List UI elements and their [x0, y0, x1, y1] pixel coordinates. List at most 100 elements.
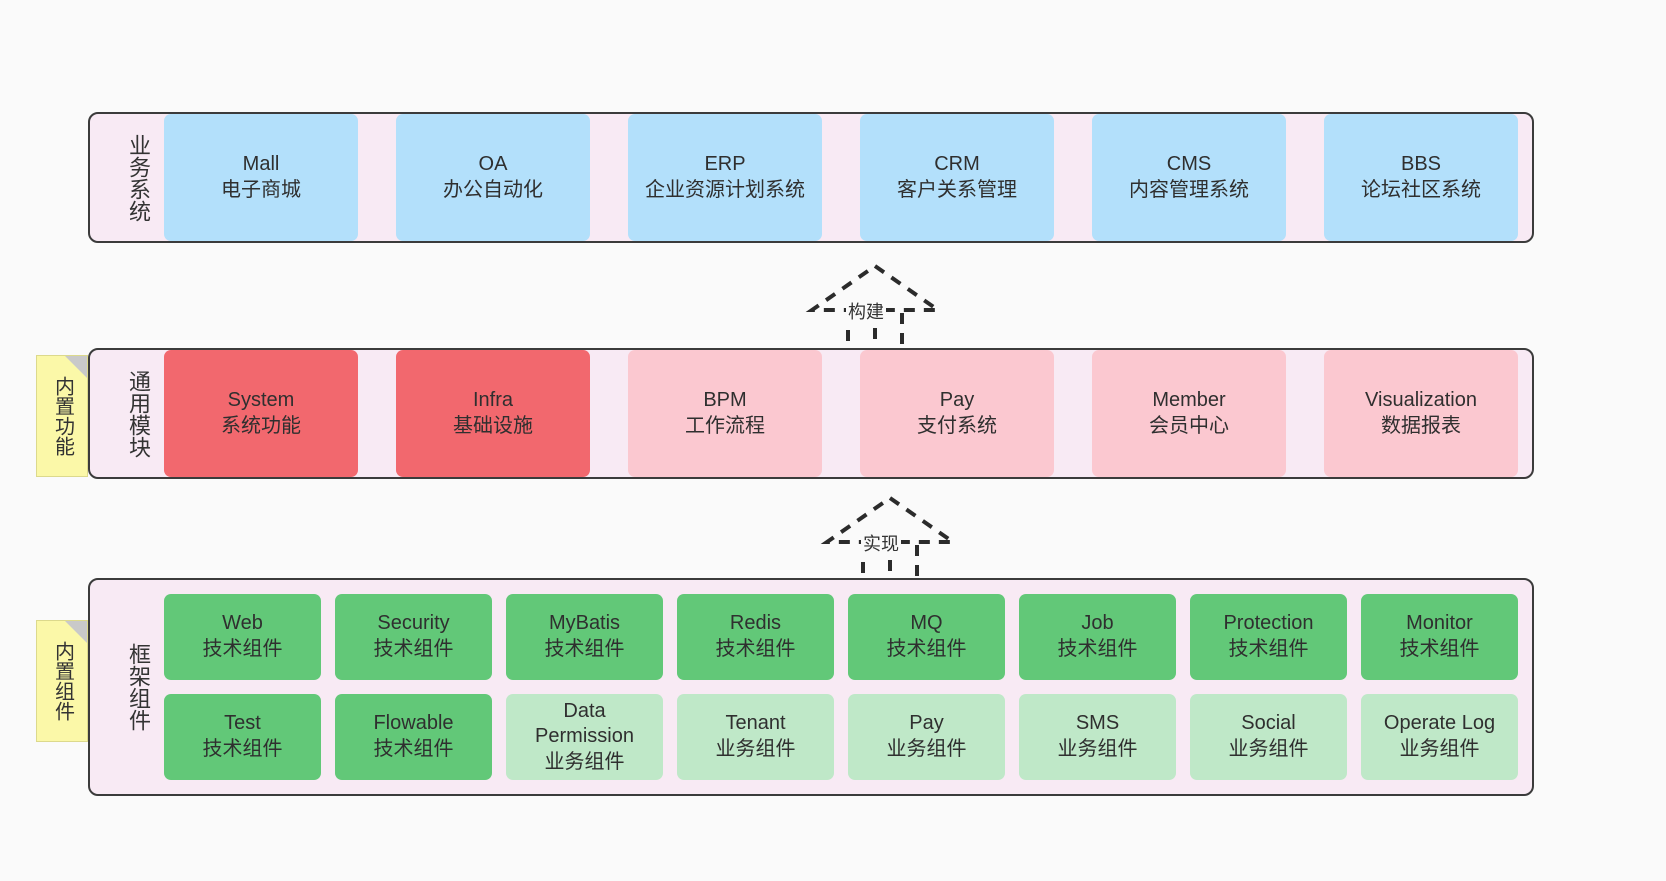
node-tenant[interactable]: Tenant 业务组件 [677, 694, 834, 780]
node-monitor[interactable]: Monitor 技术组件 [1361, 594, 1518, 680]
node-redis-desc: 技术组件 [715, 638, 796, 660]
node-cms-name: CMS [1166, 152, 1212, 175]
node-cms[interactable]: CMS 内容管理系统 [1092, 114, 1286, 241]
node-data-permission-desc: 业务组件 [544, 750, 625, 773]
layer-business-system: 业务系统 Mall 电子商城 OA 办公自动化 ERP 企业资源计划系统 CRM… [88, 112, 1534, 243]
node-flowable-name: Flowable [373, 712, 454, 735]
node-member-desc: 会员中心 [1149, 414, 1229, 437]
node-protection[interactable]: Protection 技术组件 [1190, 594, 1347, 680]
layer-title-common-module: 通用模块 [126, 369, 151, 458]
node-redis-name: Redis [729, 612, 782, 635]
node-pay-module-desc: 支付系统 [917, 414, 997, 437]
node-erp[interactable]: ERP 企业资源计划系统 [628, 114, 822, 241]
node-oa-name: OA [478, 152, 508, 175]
note-builtin-component: 内置组件 [36, 620, 88, 742]
node-pay-component-name: Pay [909, 712, 944, 735]
node-pay-component[interactable]: Pay 业务组件 [848, 694, 1005, 780]
node-web-desc: 技术组件 [202, 638, 283, 660]
node-pay-module[interactable]: Pay 支付系统 [860, 350, 1054, 477]
node-security-name: Security [377, 612, 450, 635]
note-builtin-component-text: 内置组件 [51, 641, 74, 721]
connector-build: 构建 [800, 262, 950, 352]
node-job[interactable]: Job 技术组件 [1019, 594, 1176, 680]
node-operate-log-name: Operate Log [1383, 712, 1496, 735]
framework-row-business: Test 技术组件 Flowable 技术组件 Data Permission … [164, 694, 1518, 780]
node-bbs-desc: 论坛社区系统 [1361, 178, 1481, 201]
node-member[interactable]: Member 会员中心 [1092, 350, 1286, 477]
node-bpm-desc: 工作流程 [685, 414, 765, 437]
node-visualization-desc: 数据报表 [1381, 414, 1461, 437]
node-mall-name: Mall [242, 152, 280, 175]
node-tenant-desc: 业务组件 [715, 738, 796, 760]
node-web-name: Web [222, 612, 263, 635]
node-bpm[interactable]: BPM 工作流程 [628, 350, 822, 477]
node-crm[interactable]: CRM 客户关系管理 [860, 114, 1054, 241]
node-web[interactable]: Web 技术组件 [164, 594, 321, 680]
connector-implement-label: 实现 [861, 530, 901, 556]
node-redis[interactable]: Redis 技术组件 [677, 594, 834, 680]
node-cms-desc: 内容管理系统 [1129, 178, 1249, 201]
node-flowable-desc: 技术组件 [373, 738, 454, 760]
node-data-permission-name: Data Permission [535, 699, 634, 748]
node-job-name: Job [1081, 612, 1114, 635]
node-mall[interactable]: Mall 电子商城 [164, 114, 358, 241]
node-sms-desc: 业务组件 [1057, 738, 1138, 760]
node-bbs-name: BBS [1400, 152, 1442, 175]
layer-framework-component-boxes: Web 技术组件 Security 技术组件 MyBatis 技术组件 Redi… [150, 580, 1532, 794]
layer-common-module: 通用模块 System 系统功能 Infra 基础设施 BPM 工作流程 Pay… [88, 348, 1534, 479]
node-mq[interactable]: MQ 技术组件 [848, 594, 1005, 680]
node-monitor-desc: 技术组件 [1399, 638, 1480, 660]
node-mybatis-desc: 技术组件 [544, 638, 625, 660]
node-mq-desc: 技术组件 [886, 638, 967, 660]
node-sms[interactable]: SMS 业务组件 [1019, 694, 1176, 780]
node-protection-name: Protection [1223, 612, 1314, 635]
node-infra-desc: 基础设施 [453, 414, 533, 437]
framework-row-technical: Web 技术组件 Security 技术组件 MyBatis 技术组件 Redi… [164, 594, 1518, 680]
node-system-desc: 系统功能 [221, 414, 301, 437]
node-bpm-name: BPM [703, 388, 747, 411]
layer-title-framework-component: 框架组件 [126, 643, 151, 731]
node-data-permission[interactable]: Data Permission 业务组件 [506, 694, 663, 780]
layer-title-business-system: 业务系统 [126, 133, 151, 222]
node-social-name: Social [1241, 712, 1296, 735]
node-monitor-name: Monitor [1406, 612, 1473, 635]
node-test[interactable]: Test 技术组件 [164, 694, 321, 780]
node-infra[interactable]: Infra 基础设施 [396, 350, 590, 477]
node-test-name: Test [224, 712, 261, 735]
node-operate-log-desc: 业务组件 [1399, 738, 1480, 760]
node-mq-name: MQ [910, 612, 943, 635]
node-crm-desc: 客户关系管理 [897, 178, 1017, 201]
node-pay-component-desc: 业务组件 [886, 738, 967, 760]
note-fold-corner-icon [65, 356, 87, 378]
node-bbs[interactable]: BBS 论坛社区系统 [1324, 114, 1518, 241]
node-job-desc: 技术组件 [1057, 638, 1138, 660]
node-mybatis[interactable]: MyBatis 技术组件 [506, 594, 663, 680]
node-erp-name: ERP [704, 152, 746, 175]
node-mybatis-name: MyBatis [548, 612, 621, 635]
node-tenant-name: Tenant [725, 712, 786, 735]
layer-common-module-boxes: System 系统功能 Infra 基础设施 BPM 工作流程 Pay 支付系统… [150, 350, 1532, 477]
node-system-name: System [227, 388, 295, 411]
node-security[interactable]: Security 技术组件 [335, 594, 492, 680]
node-sms-name: SMS [1075, 712, 1120, 735]
layer-business-system-boxes: Mall 电子商城 OA 办公自动化 ERP 企业资源计划系统 CRM 客户关系… [150, 114, 1532, 241]
node-pay-module-name: Pay [939, 388, 975, 411]
node-social-desc: 业务组件 [1228, 738, 1309, 760]
node-protection-desc: 技术组件 [1228, 638, 1309, 660]
node-security-desc: 技术组件 [373, 638, 454, 660]
node-social[interactable]: Social 业务组件 [1190, 694, 1347, 780]
node-system[interactable]: System 系统功能 [164, 350, 358, 477]
node-erp-desc: 企业资源计划系统 [645, 178, 805, 201]
node-oa[interactable]: OA 办公自动化 [396, 114, 590, 241]
node-flowable[interactable]: Flowable 技术组件 [335, 694, 492, 780]
node-visualization[interactable]: Visualization 数据报表 [1324, 350, 1518, 477]
note-builtin-function-text: 内置功能 [51, 376, 74, 456]
connector-build-label: 构建 [846, 298, 886, 324]
note-builtin-function: 内置功能 [36, 355, 88, 477]
node-mall-desc: 电子商城 [221, 178, 301, 201]
node-operate-log[interactable]: Operate Log 业务组件 [1361, 694, 1518, 780]
node-member-name: Member [1152, 388, 1226, 411]
note-fold-corner-icon [65, 621, 87, 643]
node-visualization-name: Visualization [1365, 388, 1477, 411]
